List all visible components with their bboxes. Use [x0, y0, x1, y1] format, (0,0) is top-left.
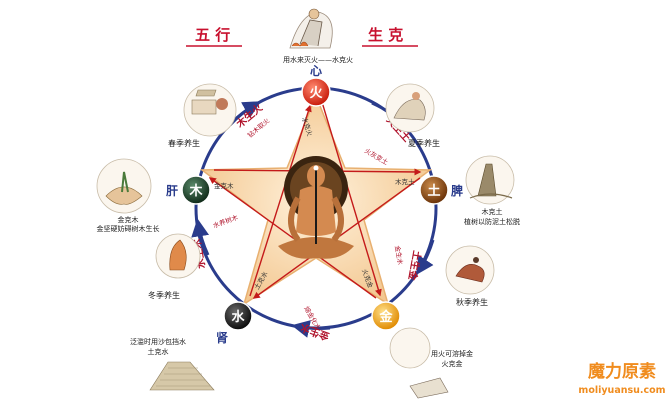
- caption-earth-wood-2: 植树以防泥土松脱: [464, 217, 520, 226]
- inner-label-ash-earth: 火灰变土: [363, 146, 390, 167]
- figure-legs: [278, 237, 354, 259]
- vignette-earth-wood: [465, 155, 515, 205]
- caption-metal-fire-1: 用火可溶掉金: [431, 349, 473, 358]
- wood-glyph: 木: [188, 183, 203, 199]
- fire-glyph: 火: [309, 86, 323, 101]
- ring-arrow-2: [416, 239, 435, 275]
- vignette-metal-fire: [389, 327, 449, 399]
- title-right-group: 生 克: [362, 26, 418, 47]
- node-water: 水 肾: [216, 301, 253, 345]
- watermark-brand: 魔力原素: [588, 361, 656, 382]
- inner-label-metal-water: 金生水: [393, 245, 405, 266]
- title-left: 五 行: [195, 26, 230, 44]
- fire-organ: 心: [310, 64, 322, 78]
- earth-organ: 脾: [451, 183, 463, 198]
- caption-autumn: 秋季养生: [456, 297, 488, 307]
- vignette-summer: [385, 83, 435, 133]
- caption-top: 用水来灭火——水克火: [283, 55, 353, 64]
- vignette-winter: [155, 233, 201, 279]
- caption-summer: 夏季养生: [408, 138, 440, 148]
- ring-arrow-4: [191, 218, 210, 256]
- caption-wood-metal-2: 金坚硬妨碍树木生长: [97, 224, 160, 233]
- arrow-fire-metal: [321, 101, 382, 297]
- water-glyph: 水: [231, 309, 245, 325]
- caption-metal-fire-2: 火克金: [442, 359, 463, 368]
- vignette-wood-metal: [96, 158, 152, 214]
- metal-glyph: 金: [378, 309, 393, 325]
- node-earth: 土 脾: [419, 175, 463, 205]
- vignette-top-firefighter: [289, 8, 333, 49]
- metal-circle: [371, 301, 401, 331]
- inner-label-wood-earth: 木克土: [395, 177, 415, 186]
- caption-wood-metal-1: 金克木: [118, 215, 139, 224]
- vignette-water-earth: [149, 361, 215, 391]
- water-circle: [223, 301, 253, 331]
- water-organ: 肾: [216, 331, 229, 345]
- caption-earth-wood-1: 木克土: [482, 207, 503, 216]
- arrow-water-fire: [249, 104, 312, 297]
- earth-glyph: 土: [427, 183, 440, 199]
- inner-label-metal-wood: 金克木: [214, 181, 234, 190]
- wood-circle: [181, 175, 211, 205]
- caption-water-earth-2: 土克水: [148, 347, 169, 356]
- figure-chakra-top: [313, 165, 319, 171]
- node-fire: 火 心: [301, 64, 331, 107]
- earth-circle: [419, 175, 449, 205]
- title-right: 生 克: [368, 26, 403, 44]
- caption-spring: 春季养生: [168, 138, 200, 148]
- fire-circle: [301, 77, 331, 107]
- vignette-spring: [183, 83, 237, 137]
- inner-label-water-tree: 水养树木: [212, 212, 240, 230]
- figure-arms: [288, 196, 344, 242]
- watermark-url: moliyuansu.com: [578, 385, 665, 396]
- wood-organ: 肝: [166, 183, 178, 198]
- node-wood: 木 肝: [166, 175, 211, 205]
- vignette-autumn: [445, 245, 495, 295]
- ring-arrow-3: [291, 320, 331, 338]
- meditating-figure: [278, 156, 354, 259]
- caption-winter: 冬季养生: [148, 290, 180, 300]
- watermark: 魔力原素 moliyuansu.com: [578, 361, 665, 396]
- title-left-group: 五 行: [186, 26, 242, 47]
- caption-water-earth-1: 泛滥时用沙包挡水: [130, 337, 186, 346]
